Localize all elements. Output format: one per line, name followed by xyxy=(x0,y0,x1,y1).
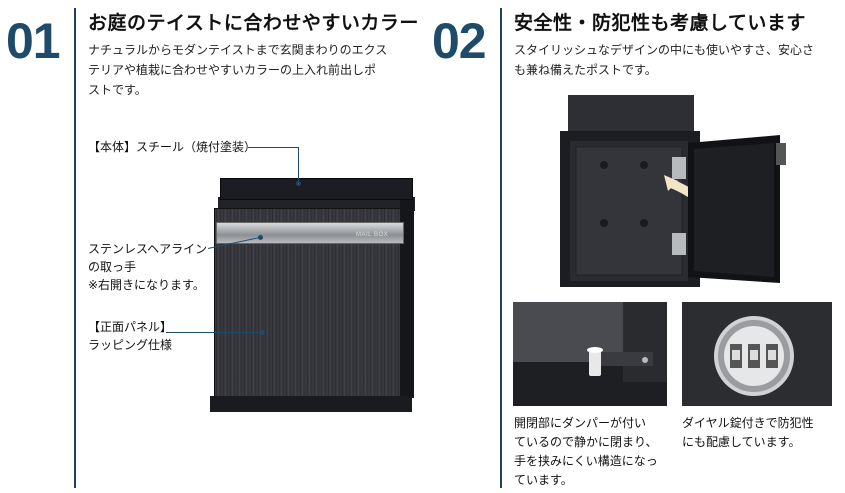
mailbox-lid xyxy=(220,178,413,200)
section1-desc-line: ストです。 xyxy=(88,83,147,97)
label-body: 【本体】スチール（焼付塗装） xyxy=(88,140,257,154)
leader-body-h xyxy=(248,147,298,148)
label-panel: 【正面パネル】 ラッピング仕様 xyxy=(88,318,172,354)
section2-number: 02 xyxy=(432,13,487,69)
leader-body-v xyxy=(298,147,299,183)
open-mailbox-illustration xyxy=(560,95,786,287)
photo-open-mailbox xyxy=(560,95,792,287)
label-handle: ステンレスヘアライン の取っ手 ※右開きになります。 xyxy=(88,240,207,294)
mailbox-handle xyxy=(216,222,404,244)
label-handle-line: の取っ手 xyxy=(88,260,137,274)
section1-heading: お庭のテイストに合わせやすいカラー xyxy=(88,12,419,34)
label-panel-line: ラッピング仕様 xyxy=(88,338,173,352)
label-handle-line: ステンレスヘアライン xyxy=(88,242,208,256)
dial-lock-illustration xyxy=(682,302,832,406)
label-handle-line: ※右開きになります。 xyxy=(88,278,205,292)
section1-description: ナチュラルからモダンテイストまで玄関まわりのエクス テリアや植栽に合わせやすいカ… xyxy=(88,40,418,100)
section1-desc-line: テリアや植栽に合わせやすいカラーの上入れ前出しポ xyxy=(88,63,377,77)
section2-desc-line: も兼ね備えたポストです。 xyxy=(514,63,657,77)
mailbox-base xyxy=(210,396,412,412)
mailbox-label: MAIL BOX xyxy=(356,232,389,238)
section1-desc-line: ナチュラルからモダンテイストまで玄関まわりのエクス xyxy=(88,43,388,57)
damper-illustration xyxy=(513,302,667,406)
mailbox-side xyxy=(400,200,414,398)
section2-heading: 安全性・防犯性も考慮しています xyxy=(514,12,806,34)
section2-divider xyxy=(500,8,502,488)
photo-dial-lock xyxy=(682,302,832,406)
label-panel-line: 【正面パネル】 xyxy=(88,320,173,334)
caption-damper: 開閉部にダンパーが付い ているので静かに閉まり、 手を挟みにくい構造になっ てい… xyxy=(514,414,682,490)
section1-divider xyxy=(74,8,76,488)
section2-desc-line: スタイリッシュなデザインの中にも使いやすさ、安心さ xyxy=(514,43,815,57)
photo-damper xyxy=(513,302,667,406)
section1-number: 01 xyxy=(6,13,61,69)
mailbox-top-lip xyxy=(218,197,415,211)
caption-dial-line: ダイヤル錠付きで防犯性 xyxy=(682,416,814,430)
section2-description: スタイリッシュなデザインの中にも使いやすさ、安心さ も兼ね備えたポストです。 xyxy=(514,40,844,80)
leader-panel-dot xyxy=(260,330,265,335)
leader-body-dot xyxy=(296,181,301,186)
caption-dial-line: にも配慮しています。 xyxy=(682,435,801,449)
caption-dial: ダイヤル錠付きで防犯性 にも配慮しています。 xyxy=(682,414,842,452)
caption-damper-line: 開閉部にダンパーが付い xyxy=(514,416,647,430)
caption-damper-line: ています。 xyxy=(514,473,573,487)
caption-damper-line: 手を挟みにくい構造になっ xyxy=(514,454,658,468)
leader-panel xyxy=(166,332,262,333)
caption-damper-line: ているので静かに閉まり、 xyxy=(514,435,658,449)
leader-handle-dot xyxy=(258,235,263,240)
